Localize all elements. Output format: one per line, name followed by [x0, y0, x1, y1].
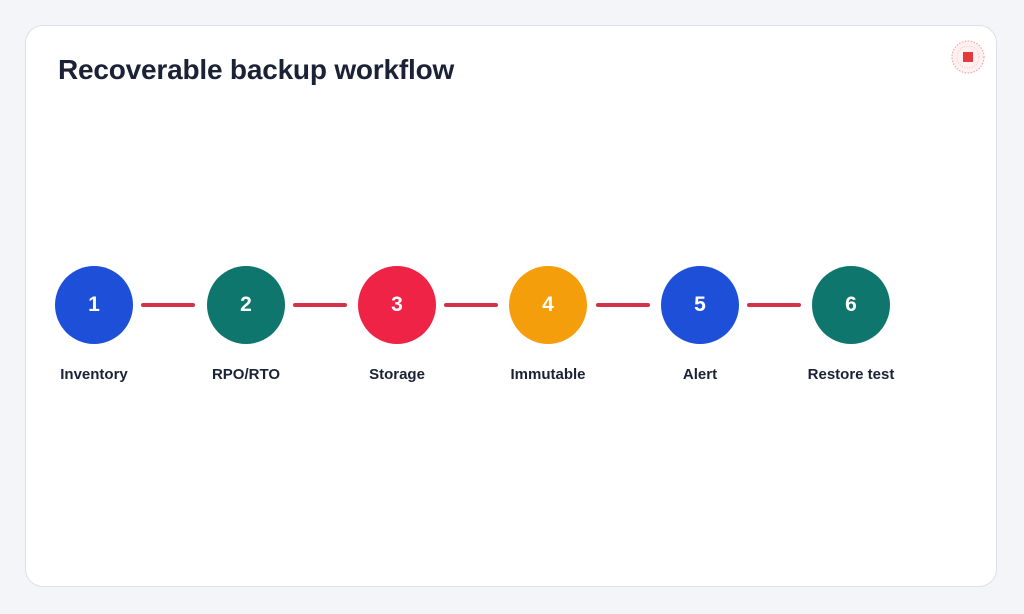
stop-square-icon [950, 39, 986, 75]
step-storage: 3 Storage [317, 266, 477, 383]
step-inventory: 1 Inventory [14, 266, 174, 383]
step-label: RPO/RTO [211, 366, 281, 383]
connector-2-3 [293, 303, 347, 307]
workflow-steps: 1 Inventory 2 RPO/RTO 3 Storage 4 Immuta… [26, 26, 996, 586]
step-number-badge: 4 [509, 266, 587, 344]
step-label: Alert [682, 366, 718, 383]
step-number-badge: 6 [812, 266, 890, 344]
connector-3-4 [444, 303, 498, 307]
step-label: Immutable [510, 366, 586, 383]
connector-4-5 [596, 303, 650, 307]
step-label: Storage [369, 366, 425, 383]
step-number-badge: 2 [207, 266, 285, 344]
step-number-badge: 1 [55, 266, 133, 344]
step-immutable: 4 Immutable [468, 266, 628, 383]
step-restore-test: 6 Restore test [771, 266, 931, 383]
workflow-card: Recoverable backup workflow 1 Inventory … [25, 25, 997, 587]
step-alert: 5 Alert [620, 266, 780, 383]
step-label: Restore test [807, 366, 895, 383]
step-rpo-rto: 2 RPO/RTO [166, 266, 326, 383]
page-title: Recoverable backup workflow [58, 54, 455, 85]
step-number-badge: 5 [661, 266, 739, 344]
connector-1-2 [141, 303, 195, 307]
step-number-badge: 3 [358, 266, 436, 344]
connector-5-6 [747, 303, 801, 307]
step-label: Inventory [60, 366, 128, 383]
